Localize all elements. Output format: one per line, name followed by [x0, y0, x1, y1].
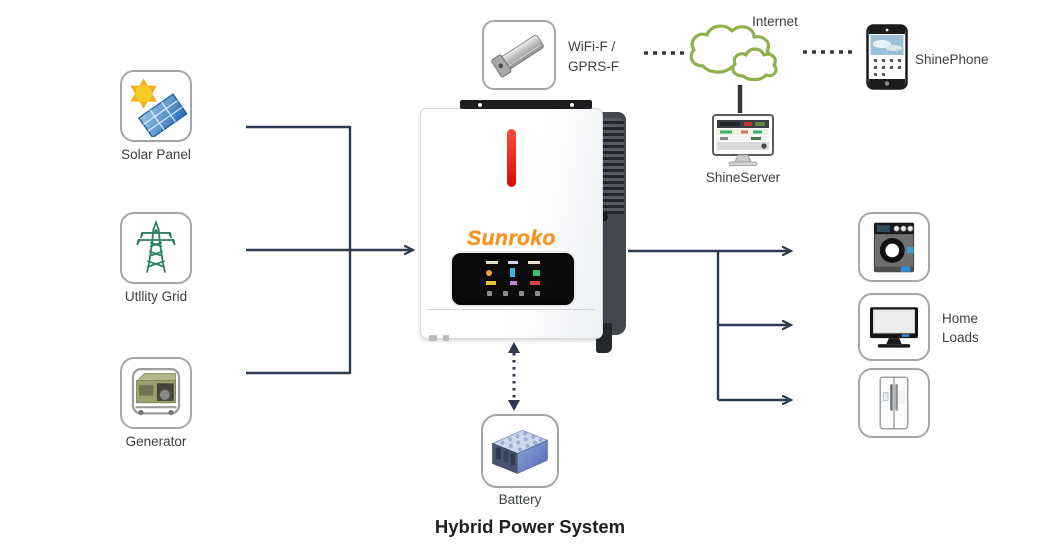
solar-panel-icon	[130, 78, 187, 137]
diagram-title: Hybrid Power System	[434, 516, 626, 537]
wifi-module-node	[482, 20, 556, 90]
shinephone-label: ShinePhone	[915, 52, 989, 67]
shineserver-label: ShineServer	[705, 170, 781, 185]
internet-label: Internet	[752, 14, 798, 29]
bracket-screw	[570, 102, 574, 107]
inverter-brand-logo: Sunroko	[467, 227, 556, 250]
inverter-mount-bracket	[460, 100, 592, 109]
inverter-body: Sunroko	[420, 108, 603, 341]
home-loads-label: Home Loads	[942, 311, 979, 345]
washing-machine-node	[858, 212, 930, 282]
battery-node	[481, 414, 559, 488]
washing-machine-icon	[873, 222, 915, 273]
inverter-lcd	[482, 259, 544, 287]
wifi-module-label: WiFi-F / GPRS-F	[568, 39, 620, 74]
utility-grid-node	[120, 212, 192, 284]
solar-panel-node	[120, 70, 192, 142]
bracket-screw	[478, 102, 482, 107]
refrigerator-icon	[879, 376, 909, 430]
refrigerator-node	[858, 368, 930, 438]
generator-label: Generator	[125, 434, 187, 449]
shinephone-icon	[866, 24, 908, 90]
inverter-side-port	[600, 213, 608, 221]
tv-icon	[870, 307, 918, 348]
solar-panel-label: Solar Panel	[121, 147, 191, 162]
battery-label: Battery	[498, 492, 542, 507]
tv-node	[858, 293, 930, 361]
wifi-stick-icon	[491, 34, 544, 78]
battery-icon	[491, 429, 549, 475]
inverter: Sunroko	[420, 95, 632, 385]
generator-icon	[131, 367, 181, 416]
utility-grid-label: Utllity Grid	[124, 289, 188, 304]
shineserver-icon	[712, 114, 774, 166]
generator-node	[120, 357, 192, 429]
internet-cloud-icon	[689, 24, 778, 82]
inverter-touch-buttons	[452, 291, 574, 296]
inverter-led-bar	[507, 129, 516, 187]
utility-grid-icon	[136, 219, 176, 273]
inverter-display	[452, 253, 574, 305]
